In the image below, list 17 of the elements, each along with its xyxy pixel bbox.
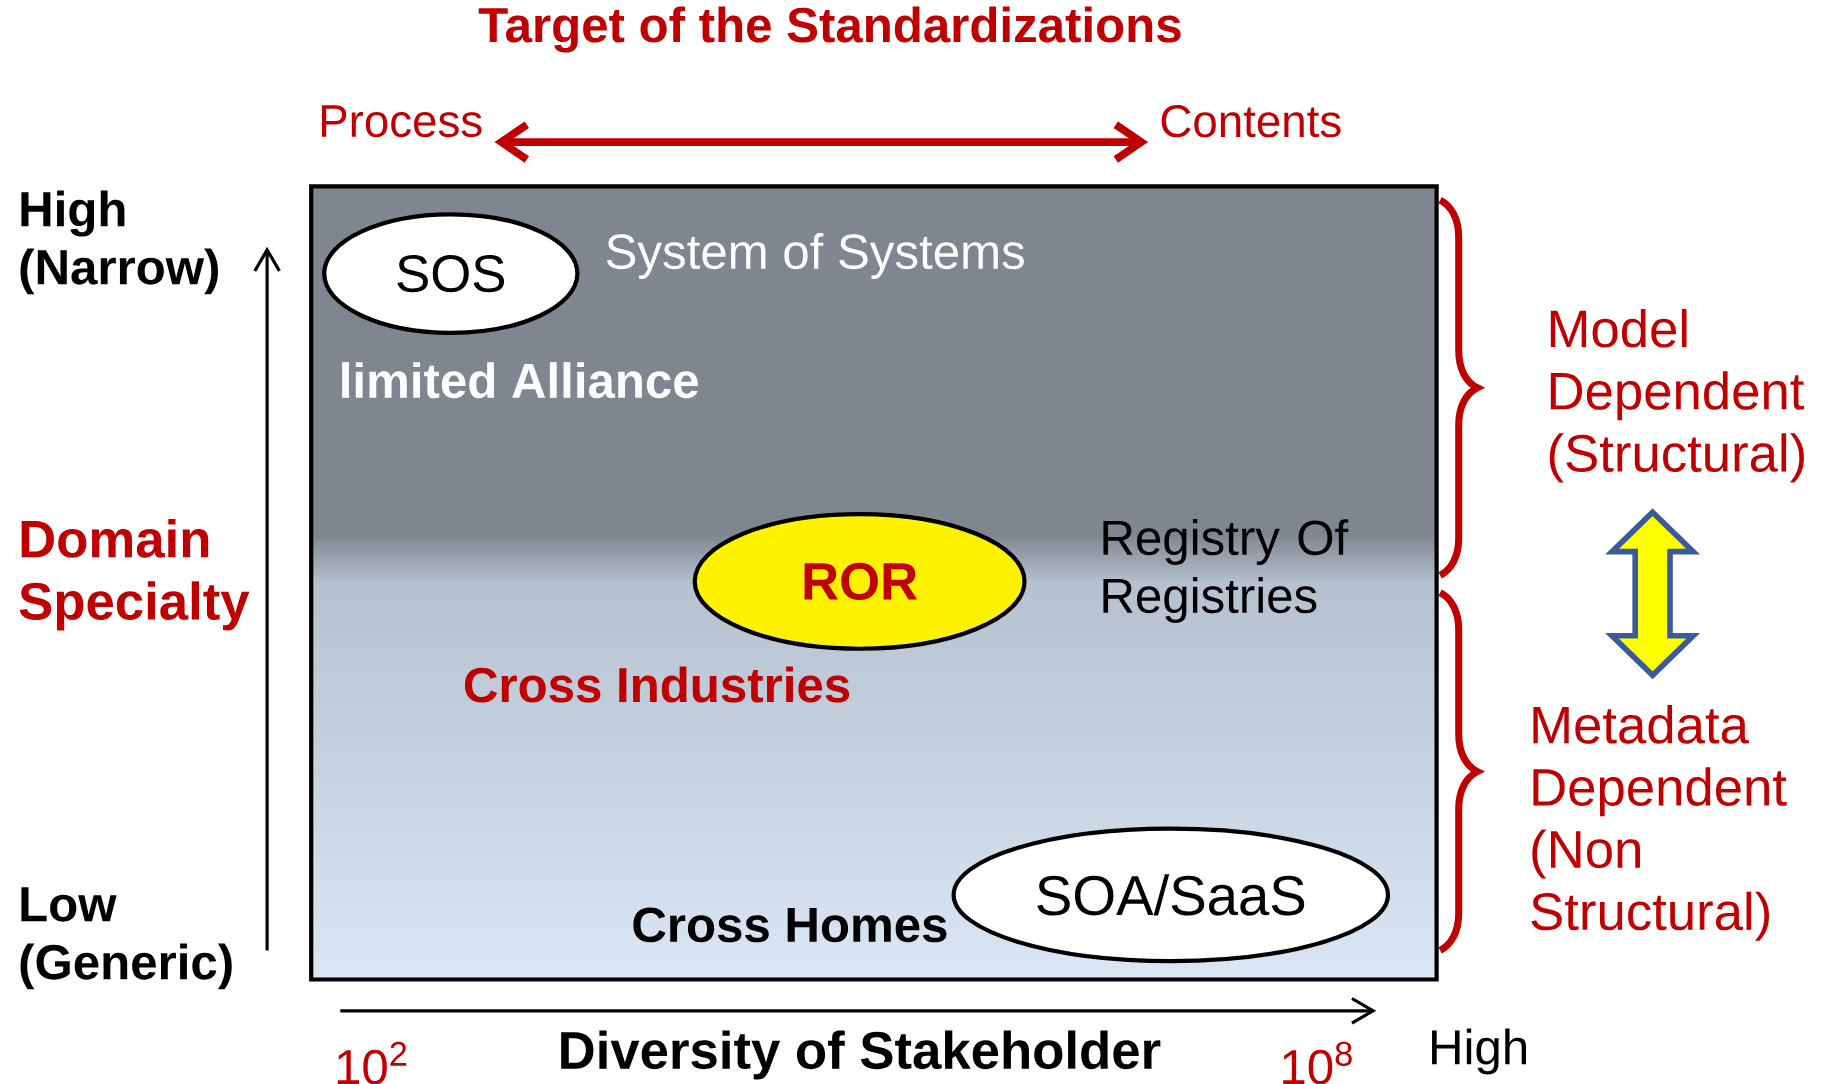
title: Target of the Standardizations [478, 6, 1181, 53]
caption-text: Registry Of Registries [1103, 519, 1349, 623]
label: High (Narrow) [20, 190, 218, 295]
side-label: Metadata Dependent (Non Structural) [1531, 705, 1787, 941]
label: Diversity of Stakeholder [561, 1030, 1161, 1080]
label: Cross Industries [464, 666, 850, 703]
label: 10$^{8}$ [1283, 1041, 1352, 1084]
label: Domain Specialty [19, 519, 250, 631]
label: Low (Generic) [20, 887, 232, 990]
caption-text: System of Systems [606, 233, 1024, 279]
end-label: Process [321, 105, 482, 138]
label: limited Alliance [342, 362, 698, 399]
double-arrow [494, 121, 1149, 163]
side-label: Model Dependent (Structural) [1549, 308, 1805, 483]
label: High [1432, 1028, 1527, 1075]
end-label: Contents [1161, 105, 1341, 138]
label: 10$^{2}$ [337, 1041, 407, 1084]
